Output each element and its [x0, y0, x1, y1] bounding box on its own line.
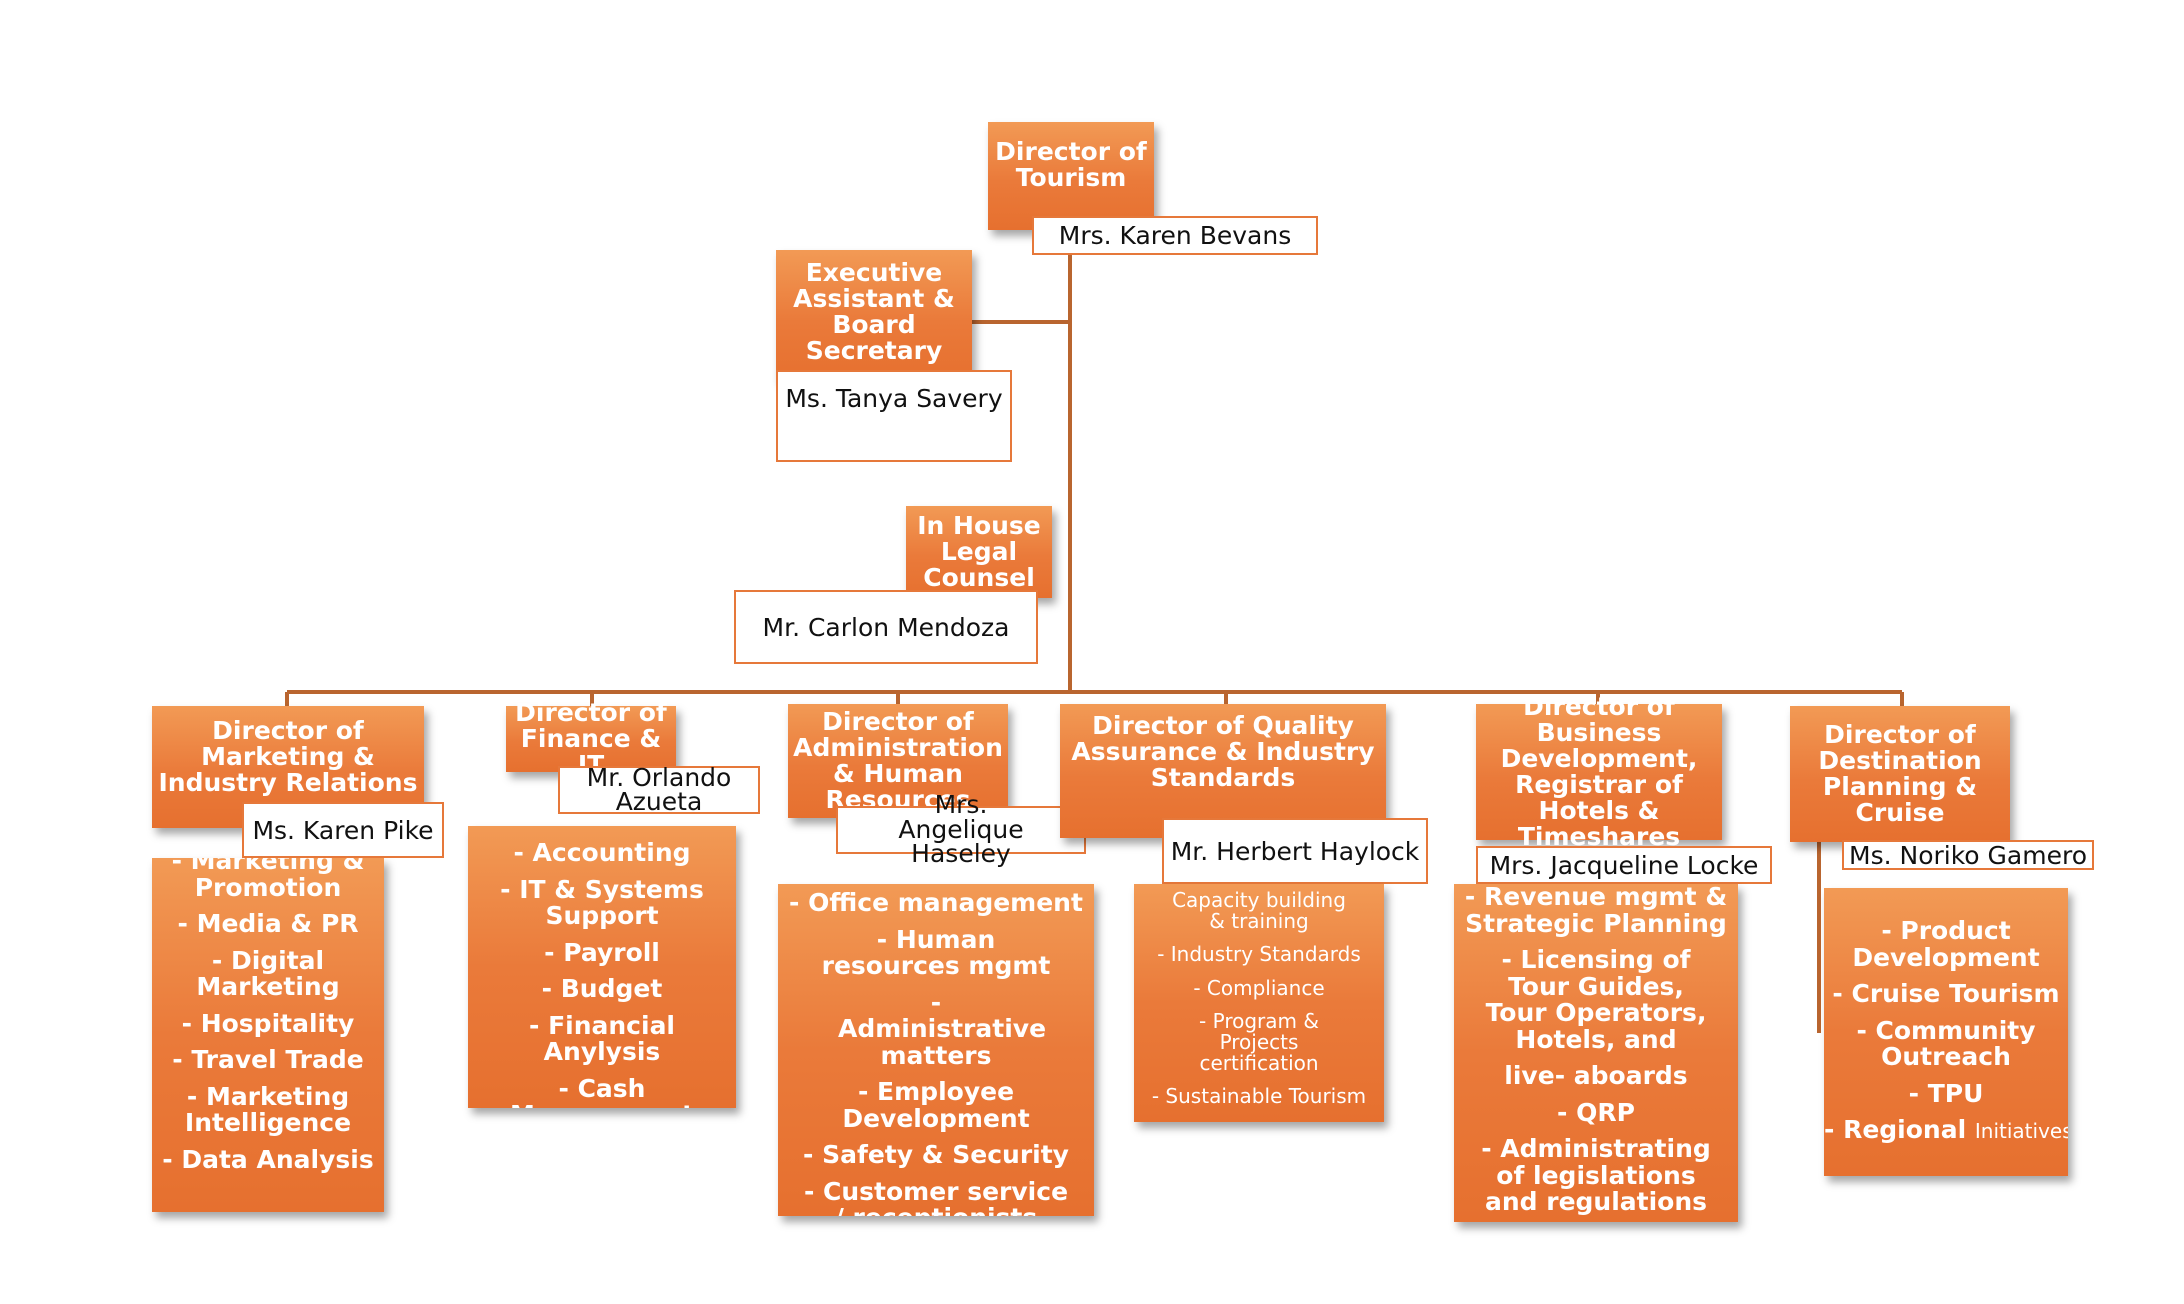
admin-duties: - Office management - Human resources mg…	[778, 884, 1094, 1216]
marketing-duty-6: - Marketing Intelligence	[184, 1081, 352, 1137]
business-duty-3: live- aboards	[1504, 1061, 1688, 1090]
business-director-title: Director of Business Development, Regist…	[1476, 694, 1722, 850]
admin-duty-4: - Employee Development	[842, 1077, 1030, 1133]
business-duty-4: - QRP	[1557, 1097, 1635, 1127]
business-duty-5: - Administrating of legislations and reg…	[1481, 1134, 1711, 1216]
marketing-duty-3: - Digital Marketing	[196, 945, 340, 1001]
finance-duty-3: - Payroll	[544, 937, 660, 967]
quality-duty-4: - Program & Projects certification	[1199, 1008, 1319, 1076]
admin-director-name-text: Mrs. Angelique Haseley	[898, 790, 1024, 869]
marketing-director-name-text: Ms. Karen Pike	[252, 815, 434, 845]
finance-duty-6: - Cash Management	[510, 1073, 694, 1108]
quality-duty-3: - Compliance	[1193, 975, 1325, 1000]
director-name-text: Mrs. Karen Bevans	[1058, 221, 1292, 250]
business-duty-2: - Licensing of Tour Guides, Tour Operato…	[1485, 945, 1707, 1054]
admin-duty-3: - Administrative matters	[838, 987, 1047, 1070]
finance-duty-1: - Accounting	[513, 838, 691, 867]
destination-duty-5a: - Regional	[1824, 1115, 1967, 1144]
admin-director-title: Director of Administration & Human Resou…	[788, 704, 1008, 818]
destination-duty-1: - Product Development	[1852, 916, 2040, 972]
destination-director-name-text: Ms. Noriko Gamero	[1849, 840, 2087, 870]
exec-assistant-title: Executive Assistant & Board Secretary	[776, 250, 972, 380]
marketing-duty-2: - Media & PR	[177, 909, 359, 938]
admin-duty-5: - Safety & Security	[803, 1140, 1069, 1169]
destination-duty-5: - Regional Initiatives	[1824, 1115, 2068, 1144]
destination-director-title-text: Director of Destination Planning & Cruis…	[1818, 720, 1982, 827]
admin-director-title-text: Director of Administration & Human Resou…	[793, 707, 1003, 814]
marketing-duty-5: - Travel Trade	[172, 1045, 364, 1074]
destination-duty-5b: Initiatives	[1974, 1119, 2068, 1143]
quality-director-name-text: Mr. Herbert Haylock	[1170, 836, 1420, 866]
business-director-name-text: Mrs. Jacqueline Locke	[1489, 850, 1759, 880]
quality-duty-2: - Industry Standards	[1157, 942, 1361, 967]
finance-director-title: Director of Finance & IT	[506, 700, 676, 778]
business-duties: - Revenue mgmt & Strategic Planning - Li…	[1454, 884, 1738, 1222]
finance-duty-4: - Budget	[541, 974, 663, 1003]
marketing-duty-1: - Marketing & Promotion	[171, 858, 365, 902]
admin-duty-1: - Office management	[789, 888, 1083, 917]
director-title-text: Director of Tourism	[995, 137, 1147, 192]
quality-duty-5: - Sustainable Tourism	[1151, 1084, 1367, 1109]
marketing-duties: - Marketing & Promotion - Media & PR - D…	[152, 858, 384, 1212]
marketing-director-name: Ms. Karen Pike	[242, 802, 444, 858]
marketing-duty-7: - Data Analysis	[162, 1144, 374, 1174]
marketing-duty-4: - Hospitality	[181, 1008, 355, 1038]
quality-director-title-text: Director of Quality Assurance & Industry…	[1071, 711, 1375, 792]
destination-duty-4: - TPU	[1908, 1078, 1984, 1108]
exec-assistant-name: Ms. Tanya Savery	[776, 370, 1012, 462]
exec-assistant-title-text: Executive Assistant & Board Secretary	[793, 258, 955, 365]
destination-duty-2: - Cruise Tourism	[1832, 979, 2060, 1008]
destination-duties: - Product Development - Cruise Tourism -…	[1824, 888, 2068, 1176]
quality-duties: Capacity building & training - Industry …	[1134, 884, 1384, 1122]
destination-director-title: Director of Destination Planning & Cruis…	[1790, 706, 2010, 842]
finance-duty-5: - Financial Anylysis	[528, 1010, 676, 1066]
finance-duties: - Accounting - IT & Systems Support - Pa…	[468, 826, 736, 1108]
legal-title-text: In House Legal Counsel	[917, 511, 1041, 592]
destination-duty-3: - Community Outreach	[1856, 1015, 2036, 1071]
quality-director-title: Director of Quality Assurance & Industry…	[1060, 704, 1386, 838]
finance-director-name: Mr. Orlando Azueta	[558, 762, 760, 816]
admin-duty-2: - Human resources mgmt	[821, 924, 1051, 980]
legal-name-text: Mr. Carlon Mendoza	[762, 612, 1010, 642]
director-name: Mrs. Karen Bevans	[1032, 216, 1318, 255]
legal-title: In House Legal Counsel	[906, 506, 1052, 598]
admin-director-name: Mrs. Angelique Haseley	[836, 792, 1086, 866]
business-director-name: Mrs. Jacqueline Locke	[1476, 846, 1772, 884]
business-duty-1: - Revenue mgmt & Strategic Planning	[1464, 884, 1728, 938]
exec-assistant-name-text: Ms. Tanya Savery	[785, 383, 1003, 413]
finance-director-title-text: Director of Finance & IT	[515, 698, 667, 779]
legal-name: Mr. Carlon Mendoza	[734, 590, 1038, 664]
admin-duty-6: - Customer service / receptionists	[803, 1176, 1069, 1216]
marketing-director-title-text: Director of Marketing & Industry Relatio…	[158, 716, 418, 797]
destination-director-name: Ms. Noriko Gamero	[1842, 840, 2094, 870]
business-director-title-text: Director of Business Development, Regist…	[1500, 692, 1698, 851]
finance-duty-2: - IT & Systems Support	[500, 874, 704, 930]
finance-director-name-text: Mr. Orlando Azueta	[586, 762, 732, 816]
quality-director-name: Mr. Herbert Haylock	[1162, 818, 1428, 884]
director-title: Director of Tourism	[988, 122, 1154, 230]
quality-duty-1: Capacity building & training	[1172, 888, 1346, 934]
